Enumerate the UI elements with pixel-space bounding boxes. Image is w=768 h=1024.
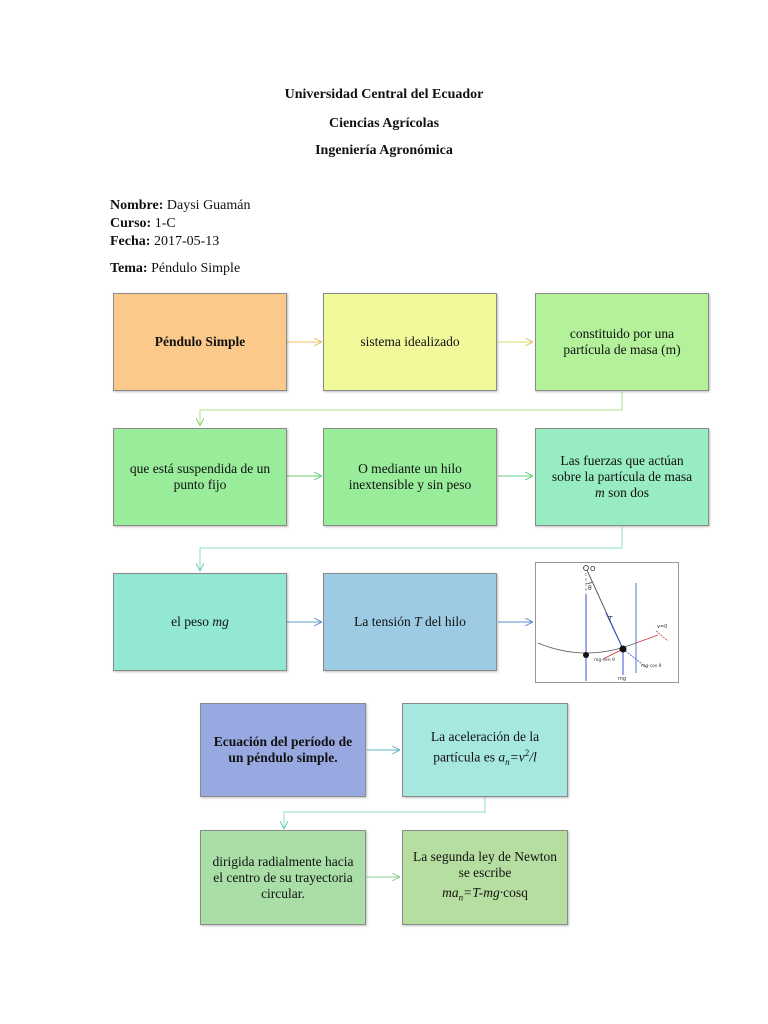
box-fuerzas-text: Las fuerzas que actúan sobre la partícul… — [546, 453, 698, 501]
box-tension-text-b: del hilo — [421, 614, 466, 629]
box-suspendida-text: que está suspendida de un punto fijo — [129, 461, 271, 492]
box-tension: La tensión T del hilo — [323, 573, 497, 671]
box-hilo: O mediante un hilo inextensible y sin pe… — [323, 428, 497, 526]
mg-label: mg — [618, 676, 626, 682]
arrow-b3-b4 — [200, 392, 623, 425]
right-red-vector — [635, 634, 659, 644]
curso-label: Curso: — [110, 216, 152, 231]
tema-label: Tema: — [110, 261, 148, 276]
angle-label: θ — [588, 585, 592, 592]
box-aceleracion-text-a: La aceleración de la partícula es — [430, 729, 540, 765]
mg-sin-vector — [602, 648, 624, 660]
origin-point — [583, 565, 589, 571]
box-tension-var: T — [414, 614, 422, 629]
box-particula-masa: constituido por una partícula de masa (m… — [535, 293, 709, 391]
nombre-label: Nombre: — [110, 198, 164, 213]
formula-cos: cosq — [503, 885, 528, 901]
aceleracion-sup: 2 — [524, 748, 530, 759]
box-peso-text-a: el peso — [171, 614, 213, 629]
box-peso-text: el peso mg — [171, 614, 229, 630]
aceleracion-sub: n — [505, 757, 510, 768]
box-fuerzas: Las fuerzas que actúan sobre la partícul… — [535, 428, 709, 526]
box-peso: el peso mg — [113, 573, 287, 671]
aceleracion-end: /l — [529, 749, 537, 765]
v-label: v=0 — [657, 624, 667, 630]
arrow-b10-b11 — [284, 797, 486, 828]
pendulum-bob — [619, 645, 627, 653]
box-segunda-ley-formula: man=T-mg·cosq — [442, 885, 528, 906]
box-sistema-idealizado: sistema idealizado — [323, 293, 497, 391]
mg-sin-label: mg·sen θ — [594, 657, 615, 663]
aceleracion-eq: =v — [509, 749, 525, 765]
fecha-line: Fecha: 2017-05-13 — [110, 234, 219, 250]
fecha-value: 2017-05-13 — [153, 234, 220, 249]
university-title: Universidad Central del Ecuador — [284, 87, 484, 102]
box-peso-var: mg — [212, 614, 229, 629]
angle-arc — [585, 581, 593, 584]
box-pendulo-simple: Péndulo Simple — [113, 293, 287, 391]
formula-sub: n — [458, 892, 464, 903]
box-segunda-ley-text: La segunda ley de Newton se escribe — [413, 849, 557, 881]
tema-line: Tema: Péndulo Simple — [110, 261, 240, 277]
box-fuerzas-text-b: son dos — [604, 485, 649, 500]
box-suspendida: que está suspendida de un punto fijo — [113, 428, 287, 526]
box-particula-masa-text: constituido por una partícula de masa (m… — [563, 326, 681, 357]
nombre-line: Nombre: Daysi Guamán — [110, 198, 251, 214]
curso-line: Curso: 1-C — [110, 216, 176, 232]
pendulum-figure: O θ T mg mg·sen θ mg·cos θ v=0 — [535, 562, 679, 683]
box-aceleracion: La aceleración de la partícula es an=v2/… — [402, 703, 568, 797]
formula-ma: ma — [442, 885, 459, 901]
box-ecuacion-periodo: Ecuación del período de un péndulo simpl… — [200, 703, 366, 797]
box-pendulo-simple-text: Péndulo Simple — [154, 334, 246, 349]
box-tension-text: La tensión T del hilo — [354, 614, 466, 630]
box-tension-text-a: La tensión — [354, 614, 415, 629]
box-segunda-ley: La segunda ley de Newton se escribe man=… — [402, 830, 568, 925]
tension-vector — [605, 612, 624, 650]
box-dirigida: dirigida radialmente hacia el centro de … — [200, 830, 366, 925]
aceleracion-a: a — [498, 749, 506, 765]
pendulum-diagram: O θ T mg mg·sen θ mg·cos θ v=0 — [537, 565, 669, 682]
origin-label: O — [590, 565, 596, 573]
equilibrium-bob — [583, 652, 589, 658]
nombre-value: Daysi Guamán — [166, 198, 251, 213]
right-red-dashed-vector — [655, 630, 669, 642]
box-aceleracion-text: La aceleración de la partícula es an=v2/… — [413, 729, 557, 770]
box-ecuacion-periodo-text: Ecuación del período de un péndulo simpl… — [213, 734, 353, 765]
mg-cos-vector — [622, 648, 647, 668]
career-title: Ingeniería Agronómica — [315, 143, 453, 158]
tema-value: Péndulo Simple — [151, 261, 241, 276]
box-fuerzas-var: m — [594, 485, 605, 500]
box-sistema-idealizado-text: sistema idealizado — [360, 334, 460, 349]
formula-rest: =T-mg· — [463, 885, 504, 901]
tension-label: T — [608, 615, 613, 623]
box-dirigida-text: dirigida radialmente hacia el centro de … — [212, 853, 354, 901]
mg-cos-label: mg·cos θ — [641, 663, 662, 669]
faculty-title: Ciencias Agrícolas — [328, 116, 440, 131]
box-fuerzas-text-a: Las fuerzas que actúan sobre la partícul… — [551, 453, 693, 484]
fecha-label: Fecha: — [110, 234, 151, 249]
curso-value: 1-C — [154, 216, 176, 231]
box-hilo-text: O mediante un hilo inextensible y sin pe… — [348, 461, 472, 492]
